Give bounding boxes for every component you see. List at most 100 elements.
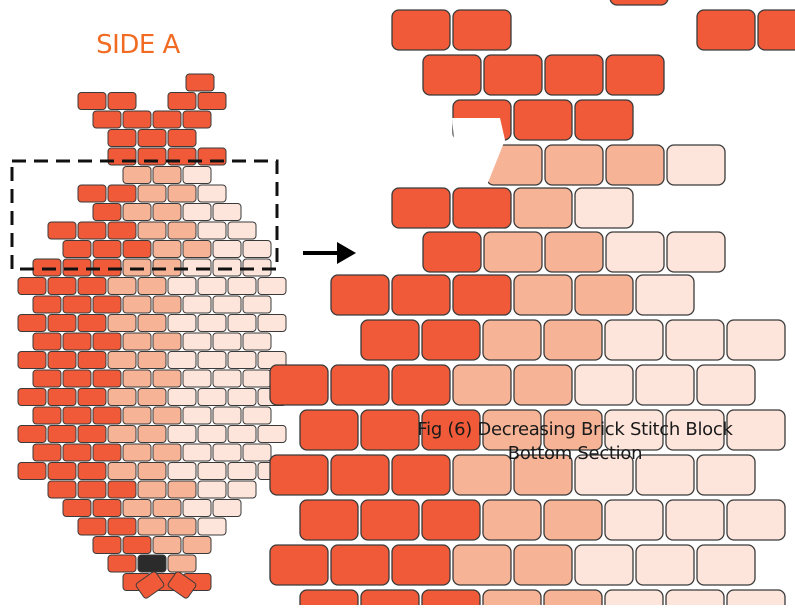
small-bead — [182, 110, 212, 129]
zoomed-bead — [452, 364, 512, 406]
zoomed-bead — [543, 319, 603, 361]
small-bead — [167, 462, 197, 480]
zoomed-bead — [665, 589, 725, 609]
zoomed-bead — [574, 274, 634, 316]
small-bead — [257, 425, 287, 443]
small-bead — [122, 240, 152, 258]
fringe-bead — [135, 571, 165, 599]
zoomed-bead — [605, 144, 665, 186]
small-bead — [137, 425, 167, 443]
small-bead — [167, 277, 197, 295]
small-bead — [137, 517, 167, 536]
small-bead — [92, 240, 122, 258]
small-bead — [107, 388, 137, 406]
small-bead — [152, 203, 182, 221]
small-bead — [92, 443, 122, 462]
small-bead — [152, 166, 182, 184]
zoomed-bead — [726, 589, 786, 609]
small-bead — [77, 517, 107, 536]
small-bead — [167, 92, 197, 110]
small-bead — [197, 425, 227, 443]
small-bead — [92, 536, 122, 554]
small-bead — [107, 314, 137, 332]
small-bead — [152, 295, 182, 314]
small-bead — [17, 351, 47, 369]
small-bead — [32, 406, 62, 425]
zoomed-bead — [665, 409, 725, 451]
small-bead — [242, 443, 272, 462]
zoomed-bead — [360, 589, 420, 609]
side-a-bead-pattern — [17, 73, 287, 599]
small-bead — [182, 240, 212, 258]
small-bead — [197, 92, 227, 110]
small-bead — [47, 388, 77, 406]
zoomed-bead — [635, 364, 695, 406]
small-bead — [185, 73, 215, 92]
zoomed-bead — [391, 454, 451, 496]
small-bead — [197, 388, 227, 406]
small-bead — [152, 369, 182, 388]
small-bead — [152, 536, 182, 554]
small-bead — [137, 277, 167, 295]
zoomed-bead — [574, 187, 634, 229]
notch-gap — [452, 118, 505, 185]
zoomed-bead — [543, 499, 603, 541]
small-bead — [197, 462, 227, 480]
zoomed-bead — [574, 364, 634, 406]
small-bead — [212, 406, 242, 425]
zoomed-bead — [422, 231, 482, 273]
zoomed-bead — [665, 499, 725, 541]
zoomed-bead — [360, 319, 420, 361]
small-bead — [17, 277, 47, 295]
zoomed-bead — [609, 0, 669, 6]
small-bead — [92, 332, 122, 351]
small-bead — [17, 314, 47, 332]
zoomed-bead — [452, 9, 512, 51]
zoomed-bead — [299, 499, 359, 541]
small-bead — [92, 295, 122, 314]
zoomed-bead — [421, 409, 481, 451]
small-bead — [122, 406, 152, 425]
small-bead — [227, 314, 257, 332]
small-bead — [62, 406, 92, 425]
small-bead — [152, 443, 182, 462]
zoom-arrow — [303, 242, 356, 264]
zoomed-bead — [666, 144, 726, 186]
zoomed-bead — [391, 187, 451, 229]
small-bead — [107, 554, 137, 573]
small-bead — [182, 406, 212, 425]
small-bead — [167, 425, 197, 443]
small-bead — [227, 351, 257, 369]
small-bead — [47, 462, 77, 480]
small-bead — [167, 221, 197, 240]
zoomed-bead — [513, 364, 573, 406]
zoomed-bead — [482, 409, 542, 451]
zoomed-bead — [544, 231, 604, 273]
small-bead — [17, 462, 47, 480]
small-bead — [47, 277, 77, 295]
small-bead — [107, 517, 137, 536]
small-bead — [167, 351, 197, 369]
small-bead — [167, 554, 197, 573]
caption-line-1: Fig (6) Decreasing Brick Stitch Block — [417, 419, 733, 440]
fringe-bead — [167, 571, 197, 599]
small-bead — [32, 295, 62, 314]
small-bead — [227, 480, 257, 499]
small-bead — [107, 351, 137, 369]
small-bead — [137, 221, 167, 240]
small-bead — [137, 462, 167, 480]
figure-caption: Fig (6) Decreasing Brick Stitch Block Bo… — [380, 418, 770, 466]
caption-line-2: Bottom Section — [507, 443, 643, 464]
zoomed-bead — [269, 454, 329, 496]
small-bead — [182, 443, 212, 462]
zoomed-bead — [421, 319, 481, 361]
small-bead — [122, 443, 152, 462]
small-bead — [212, 369, 242, 388]
small-bead — [137, 129, 167, 147]
zoomed-bead — [574, 99, 634, 141]
small-bead — [107, 129, 137, 147]
zoomed-bead — [299, 589, 359, 609]
zoomed-bead — [482, 499, 542, 541]
zoomed-bead — [269, 364, 329, 406]
zoomed-bead — [696, 9, 756, 51]
